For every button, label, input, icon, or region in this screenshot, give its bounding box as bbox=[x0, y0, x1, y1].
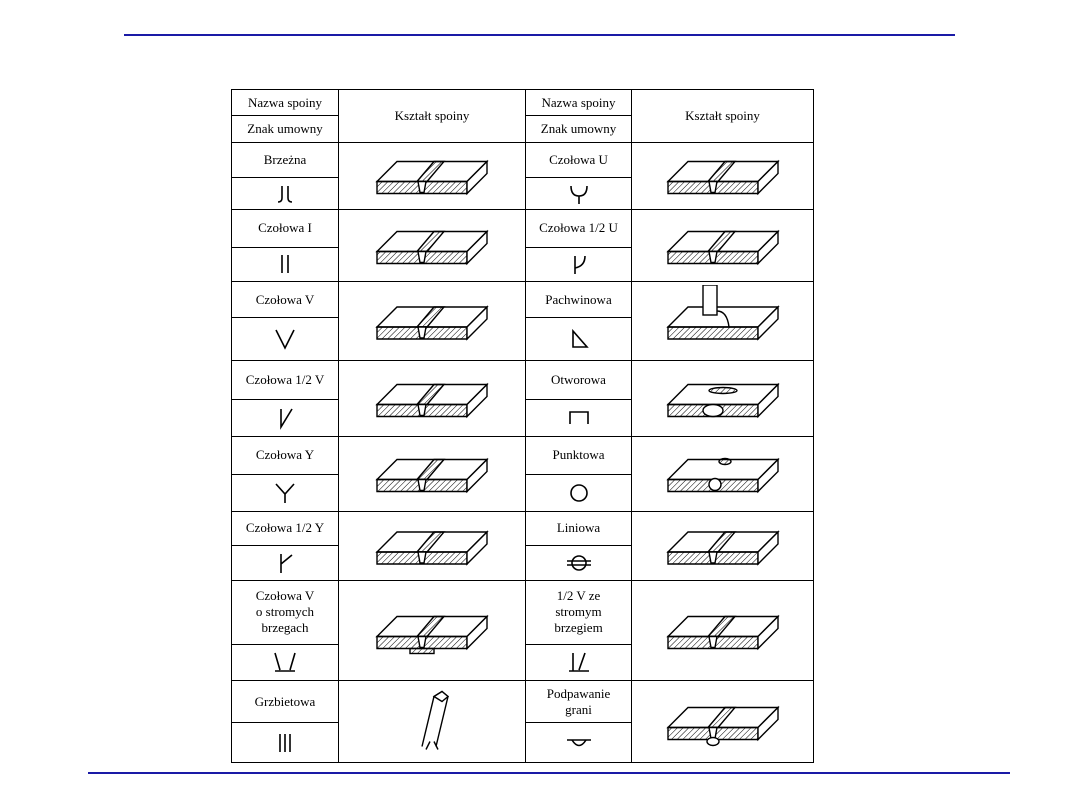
weld-symbol-back-weld-icon bbox=[525, 722, 632, 763]
header-shape-right: Kształt spoiny bbox=[631, 89, 814, 143]
weld-symbol-spot-icon bbox=[525, 473, 632, 513]
weld-shape-half-v-weld-illustration bbox=[338, 359, 526, 437]
weld-name-left-5: Czołowa 1/2 Y bbox=[231, 511, 339, 546]
weld-shape-y-weld-illustration bbox=[338, 435, 526, 513]
weld-shape-edge-weld-illustration bbox=[338, 141, 526, 211]
weld-shape-spot-weld-illustration bbox=[631, 435, 814, 513]
weld-symbol-steep-bevel-groove-icon bbox=[525, 643, 632, 682]
weld-name-right-4: Punktowa bbox=[525, 435, 632, 475]
weld-name-right-0: Czołowa U bbox=[525, 141, 632, 178]
weld-name-left-0: Brzeżna bbox=[231, 141, 339, 178]
weld-name-right-1: Czołowa 1/2 U bbox=[525, 209, 632, 248]
weld-symbol-slot-icon bbox=[525, 399, 632, 437]
header-shape-left: Kształt spoiny bbox=[338, 89, 526, 143]
weld-symbol-v-groove-icon bbox=[231, 317, 339, 361]
weld-symbol-seam-icon bbox=[525, 544, 632, 582]
weld-name-left-6: Czołowa V o stromych brzegach bbox=[231, 580, 339, 645]
weld-shape-u-weld-illustration bbox=[631, 141, 814, 211]
weld-name-left-3: Czołowa 1/2 V bbox=[231, 359, 339, 401]
weld-symbol-square-groove-icon bbox=[231, 246, 339, 282]
weld-symbol-y-groove-icon bbox=[231, 473, 339, 513]
weld-symbols-table: Nazwa spoiny Kształt spoiny Nazwa spoiny… bbox=[231, 88, 814, 763]
weld-symbol-edge-flange-icon bbox=[231, 722, 339, 763]
top-rule bbox=[124, 34, 955, 36]
weld-shape-half-u-weld-illustration bbox=[631, 209, 814, 282]
weld-symbol-u-groove-icon bbox=[525, 176, 632, 211]
weld-name-right-6: 1/2 V ze stromym brzegiem bbox=[525, 580, 632, 645]
header-symbol-right: Znak umowny bbox=[525, 115, 632, 143]
weld-symbol-steep-v-groove-icon bbox=[231, 643, 339, 682]
weld-name-right-7: Podpawanie grani bbox=[525, 680, 632, 724]
weld-shape-half-y-weld-illustration bbox=[338, 511, 526, 581]
weld-shape-back-weld-illustration bbox=[631, 680, 814, 763]
weld-name-left-2: Czołowa V bbox=[231, 280, 339, 319]
weld-name-right-2: Pachwinowa bbox=[525, 280, 632, 319]
weld-name-right-3: Otworowa bbox=[525, 359, 632, 401]
weld-shape-seam-weld-illustration bbox=[631, 511, 814, 581]
weld-name-right-5: Liniowa bbox=[525, 511, 632, 546]
weld-symbol-fillet-icon bbox=[525, 317, 632, 361]
weld-symbol-bevel-groove-icon bbox=[231, 399, 339, 437]
weld-name-left-7: Grzbietowa bbox=[231, 680, 339, 724]
header-symbol-left: Znak umowny bbox=[231, 115, 339, 143]
header-name-left: Nazwa spoiny bbox=[231, 88, 339, 117]
weld-shape-fillet-weld-illustration bbox=[631, 280, 814, 361]
weld-shape-steep-v-weld-illustration bbox=[338, 579, 526, 682]
bottom-rule bbox=[88, 772, 1010, 774]
weld-symbol-flare-edge-icon bbox=[231, 176, 339, 211]
weld-shape-steep-half-v-weld-illustration bbox=[631, 579, 814, 682]
weld-shape-i-weld-illustration bbox=[338, 209, 526, 282]
weld-shape-flange-weld-illustration bbox=[338, 680, 526, 763]
weld-name-left-1: Czołowa I bbox=[231, 209, 339, 248]
weld-shape-v-weld-illustration bbox=[338, 280, 526, 361]
header-name-right: Nazwa spoiny bbox=[525, 88, 632, 117]
weld-shape-slot-weld-illustration bbox=[631, 359, 814, 437]
weld-name-left-4: Czołowa Y bbox=[231, 435, 339, 475]
weld-symbol-half-y-groove-icon bbox=[231, 544, 339, 582]
weld-symbol-j-groove-icon bbox=[525, 246, 632, 282]
